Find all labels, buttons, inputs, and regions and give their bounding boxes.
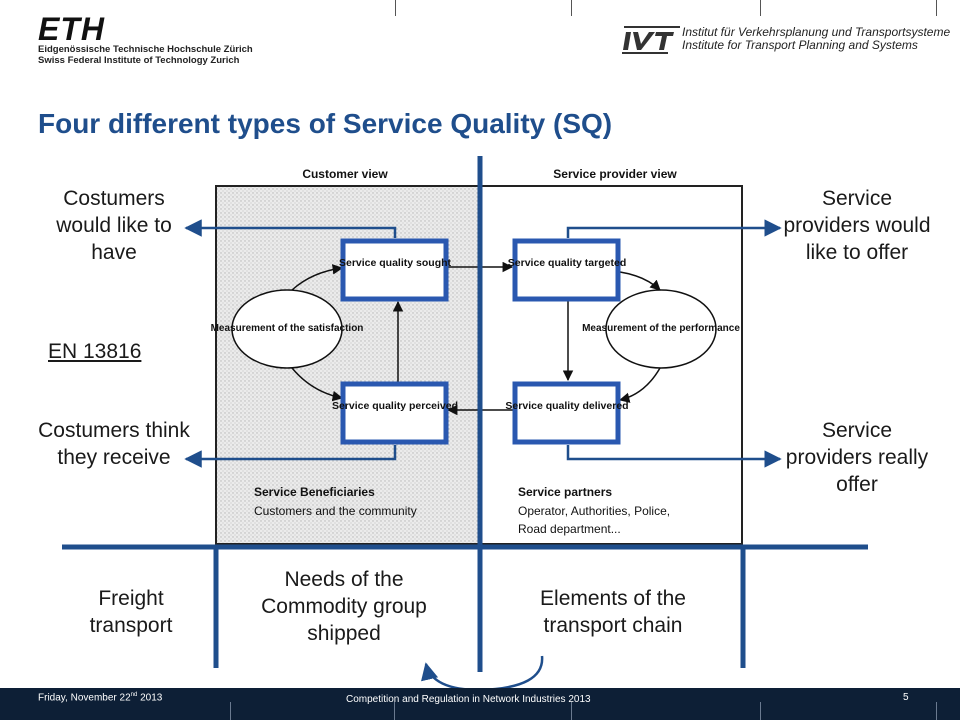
footer-bar: Friday, November 22nd 2013 Competition a… xyxy=(0,688,960,720)
footer-tick xyxy=(936,702,937,720)
label-freight-transport: Freight transport xyxy=(89,587,173,637)
cycle-arrow xyxy=(421,655,544,692)
ellipse-performance xyxy=(605,289,717,369)
label-customer-view: Customer view xyxy=(302,167,388,181)
footer-event: Competition and Regulation in Network In… xyxy=(346,694,591,705)
label-partners-title: Service partners xyxy=(518,485,612,499)
footer-date: Friday, November 22nd 2013 xyxy=(38,692,163,704)
label-provider-view: Service provider view xyxy=(553,167,677,181)
label-think-they-receive: Costumers think they receive xyxy=(38,419,190,469)
footer-tick xyxy=(760,702,761,720)
footer-tick xyxy=(230,702,231,720)
eth-logo-word: ETH xyxy=(38,11,105,47)
arrow-performance-delivered xyxy=(618,367,661,403)
label-en-13816: EN 13816 xyxy=(48,340,142,363)
arrow-to-think-they-receive xyxy=(184,445,397,468)
label-measure-performance: Measurement of the performance xyxy=(582,323,740,334)
arrow-satisfaction-sought xyxy=(291,264,344,291)
arrow-to-would-like-to-have xyxy=(184,219,397,238)
eth-logo: ETH Eidgenössische Technische Hochschule… xyxy=(38,11,253,66)
footer-page-number: 5 xyxy=(903,692,909,703)
header-tick xyxy=(395,0,396,16)
label-sq-targeted: Service quality targeted xyxy=(508,257,626,269)
ellipse-satisfaction xyxy=(231,289,343,369)
label-beneficiaries-title: Service Beneficiaries xyxy=(254,485,375,499)
label-sq-delivered: Service quality delivered xyxy=(505,400,628,412)
footer-tick xyxy=(571,702,572,720)
label-would-like-to-have: Costumers would like to have xyxy=(56,187,172,264)
label-partners-text-1: Operator, Authorities, Police, xyxy=(518,504,670,518)
label-elements-chain: Elements of the transport chain xyxy=(540,587,686,637)
ivt-name-english: Institute for Transport Planning and Sys… xyxy=(682,38,918,52)
header-tick xyxy=(936,0,937,16)
header-tick xyxy=(760,0,761,16)
box-sq-targeted xyxy=(512,238,621,302)
label-sq-sought: Service quality sought xyxy=(339,257,452,269)
label-really-offer: Service providers really offer xyxy=(785,419,929,496)
arrow-satisfaction-perceived xyxy=(291,367,344,402)
label-beneficiaries-text: Customers and the community xyxy=(254,504,417,518)
eth-name-english: Swiss Federal Institute of Technology Zu… xyxy=(38,55,240,66)
label-needs-commodity: Needs of the Commodity group shipped xyxy=(261,568,427,645)
ivt-name-german: Institut für Verkehrsplanung und Transpo… xyxy=(682,25,951,39)
arrow-to-would-like-to-offer xyxy=(566,219,782,238)
ivt-logo-mark xyxy=(622,26,680,54)
arrow-targeted-performance xyxy=(619,271,661,291)
box-sq-sought xyxy=(340,238,449,302)
eth-name-german: Eidgenössische Technische Hochschule Zür… xyxy=(38,44,253,55)
label-partners-text-2: Road department... xyxy=(518,522,621,536)
slide-title: Four different types of Service Quality … xyxy=(38,108,613,139)
header-tick xyxy=(571,0,572,16)
footer-tick xyxy=(394,702,395,720)
label-measure-satisfaction: Measurement of the satisfaction xyxy=(211,323,364,334)
box-sq-perceived xyxy=(340,381,449,445)
arrow-to-really-offer xyxy=(566,445,782,468)
box-sq-delivered xyxy=(512,381,621,445)
label-would-like-to-offer: Service providers would like to offer xyxy=(783,187,931,264)
label-sq-perceived: Service quality perceived xyxy=(332,400,458,412)
